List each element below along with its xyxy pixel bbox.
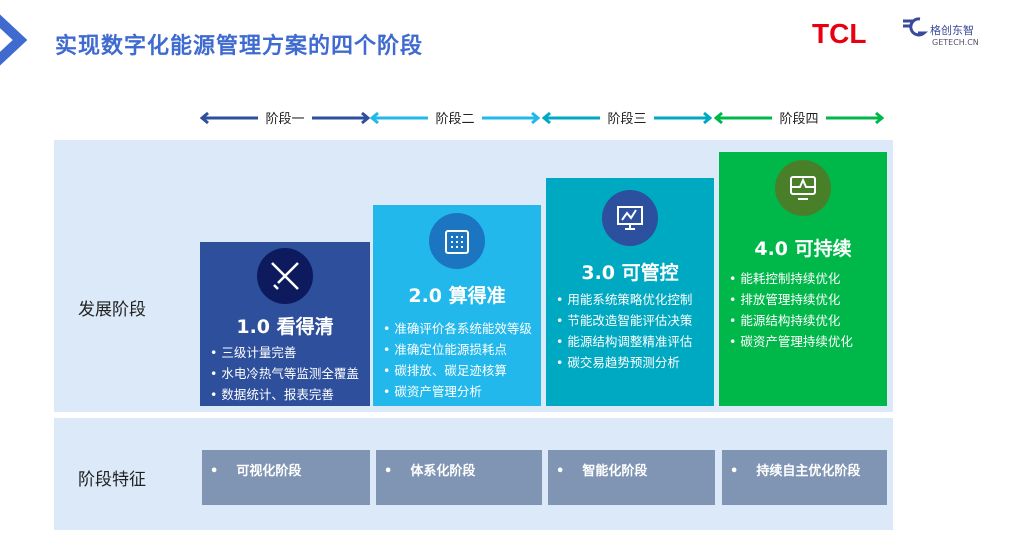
arrow-left-icon xyxy=(370,111,430,125)
card-item: 碳排放、碳足迹核算 xyxy=(383,360,532,381)
arrow-left-icon xyxy=(714,111,774,125)
card-item: 水电冷热气等监测全覆盖 xyxy=(210,363,359,384)
stage-card-4: 4.0 可持续 能耗控制持续优化 排放管理持续优化 能源结构持续优化 碳资产管理… xyxy=(719,152,887,406)
arrow-right-icon xyxy=(310,111,370,125)
arrow-right-icon xyxy=(652,111,712,125)
feature-label: 可视化阶段 xyxy=(236,464,302,479)
getech-logo-en: GETECH.CN xyxy=(932,38,979,47)
row-label-development: 发展阶段 xyxy=(78,300,146,320)
stage-card-1: 1.0 看得清 三级计量完善 水电冷热气等监测全覆盖 数据统计、报表完善 xyxy=(200,242,370,406)
feature-label: 持续自主优化阶段 xyxy=(756,464,861,479)
feature-box-1: • 可视化阶段 xyxy=(202,450,370,505)
arrow-left-icon xyxy=(542,111,602,125)
card-item: 三级计量完善 xyxy=(210,342,359,363)
feature-label: 智能化阶段 xyxy=(582,464,648,479)
stage-card-2: 2.0 算得准 准确评价各系统能效等级 准确定位能源损耗点 碳排放、碳足迹核算 … xyxy=(373,205,541,406)
stage-label: 阶段三 xyxy=(600,108,654,127)
card-item: 能源结构调整精准评估 xyxy=(556,331,692,352)
feature-label: 体系化阶段 xyxy=(410,464,476,479)
card-item: 能耗控制持续优化 xyxy=(729,268,853,289)
card-title: 3.0 可管控 xyxy=(581,262,679,284)
card-title: 2.0 算得准 xyxy=(408,285,506,307)
feature-box-3: • 智能化阶段 xyxy=(548,450,715,505)
getech-logo-cn: 格创东智 xyxy=(930,24,974,37)
arrow-left-icon xyxy=(200,111,260,125)
feature-box-2: • 体系化阶段 xyxy=(376,450,542,505)
card-title: 1.0 看得清 xyxy=(236,316,334,338)
page-title: 实现数字化能源管理方案的四个阶段 xyxy=(55,34,424,59)
chevron-decoration-icon xyxy=(0,14,28,66)
card-item: 碳交易趋势预测分析 xyxy=(556,352,692,373)
card-item: 碳资产管理持续优化 xyxy=(729,331,853,352)
card-item: 准确定位能源损耗点 xyxy=(383,339,532,360)
tcl-logo: TCL xyxy=(812,18,867,49)
getech-logo-icon xyxy=(903,17,928,37)
card-item: 准确评价各系统能效等级 xyxy=(383,318,532,339)
stage-label: 阶段二 xyxy=(428,108,482,127)
card-item: 能源结构持续优化 xyxy=(729,310,853,331)
card-item: 数据统计、报表完善 xyxy=(210,384,359,405)
card-item: 节能改造智能评估决策 xyxy=(556,310,692,331)
card-title: 4.0 可持续 xyxy=(754,238,852,260)
stage-label: 阶段一 xyxy=(258,108,312,127)
feature-box-4: • 持续自主优化阶段 xyxy=(722,450,887,505)
stage-card-3: 3.0 可管控 用能系统策略优化控制 节能改造智能评估决策 能源结构调整精准评估… xyxy=(546,178,714,406)
monitor-chart-icon xyxy=(602,190,658,246)
monitor-pulse-icon xyxy=(775,160,831,216)
arrow-right-icon xyxy=(824,111,884,125)
card-item: 排放管理持续优化 xyxy=(729,289,853,310)
stage-header-1: 阶段一 xyxy=(200,108,370,128)
calendar-icon xyxy=(429,213,485,269)
stage-label: 阶段四 xyxy=(772,108,826,127)
stage-header-3: 阶段三 xyxy=(542,108,712,128)
stage-header-4: 阶段四 xyxy=(714,108,884,128)
arrow-right-icon xyxy=(480,111,540,125)
row-label-features: 阶段特征 xyxy=(78,470,146,490)
stage-header-2: 阶段二 xyxy=(370,108,540,128)
card-item: 碳资产管理分析 xyxy=(383,381,532,402)
tools-icon xyxy=(257,248,313,304)
card-item: 用能系统策略优化控制 xyxy=(556,289,692,310)
